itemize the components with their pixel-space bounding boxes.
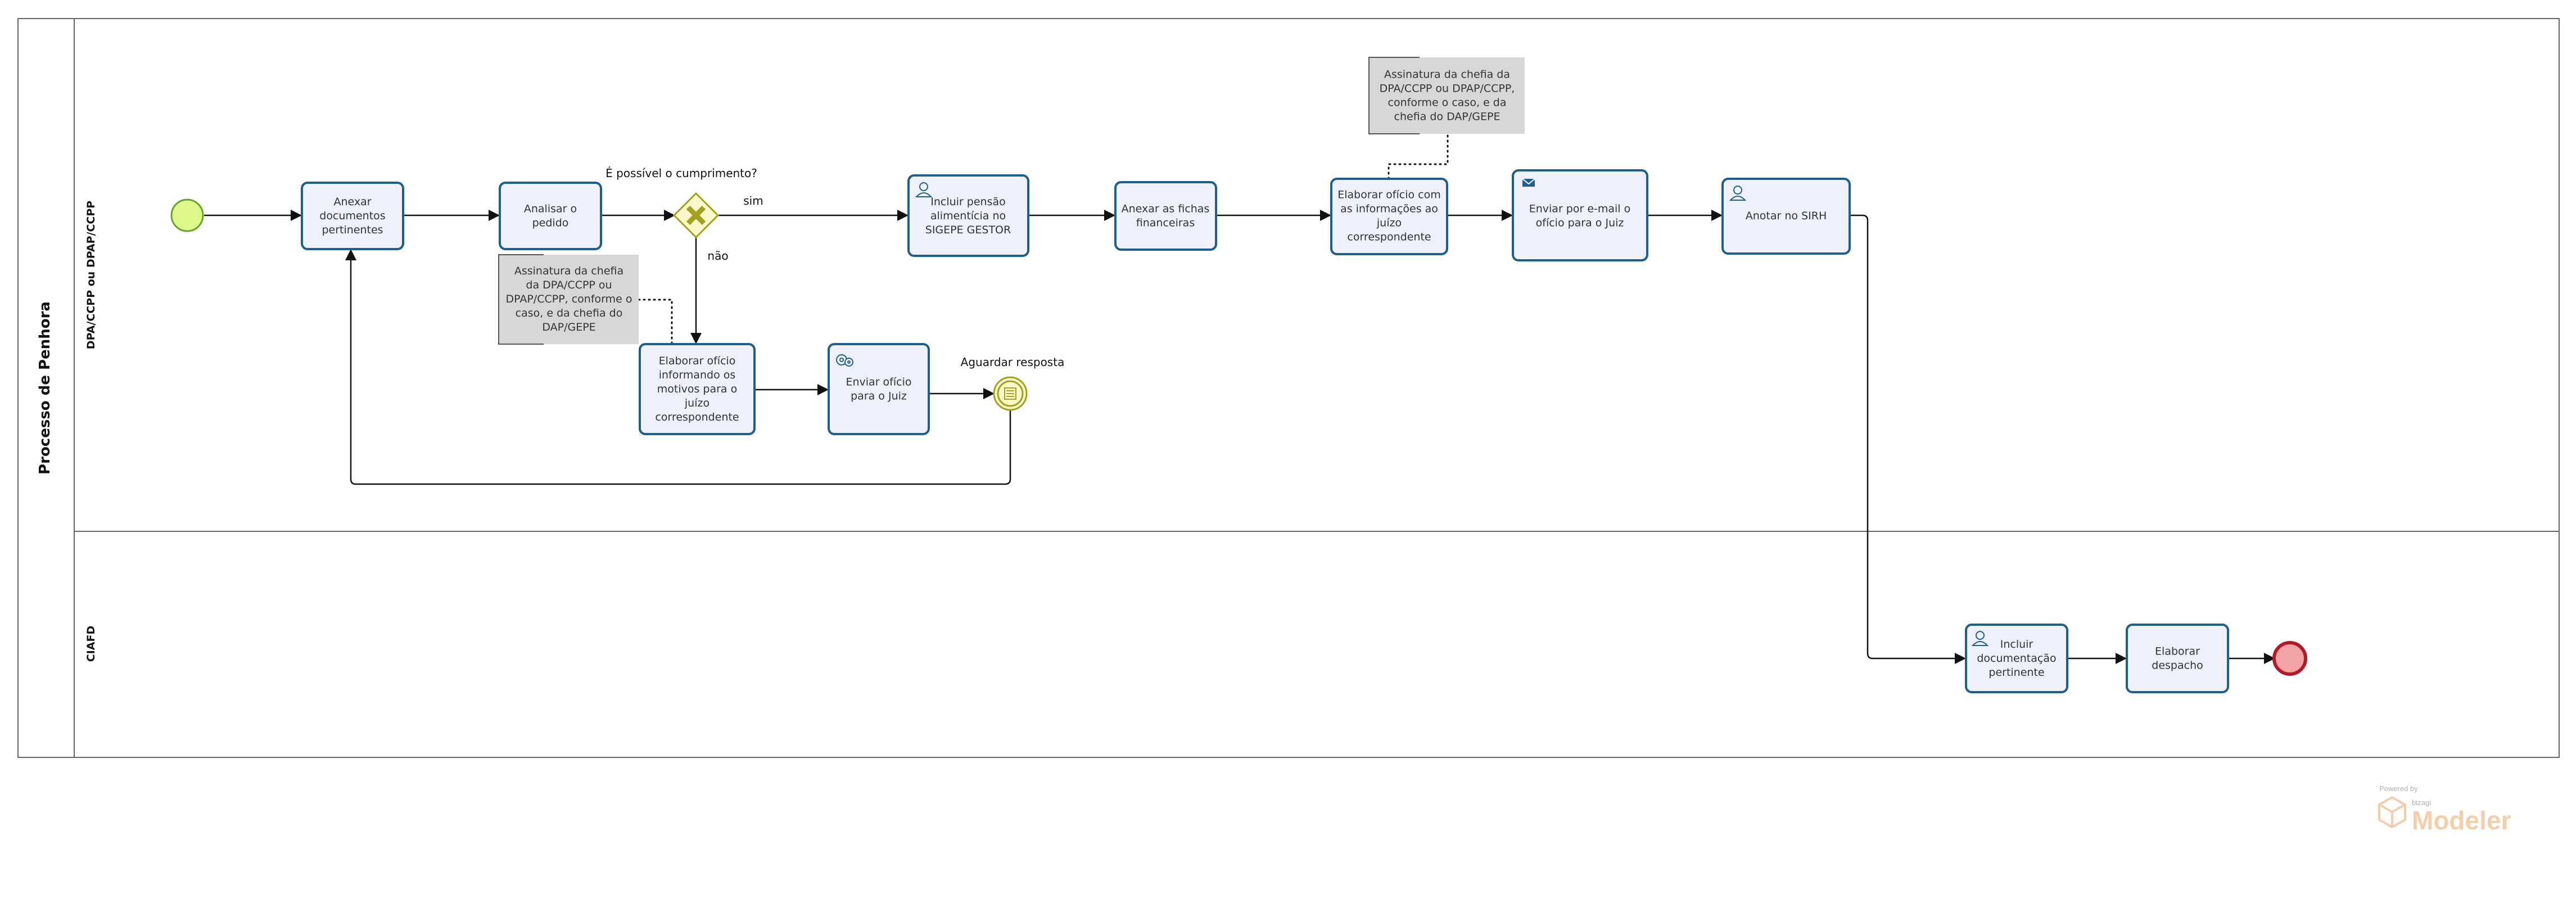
text-line: chefia do DAP/GEPE: [1394, 111, 1501, 123]
text-line: conforme o caso, e da: [1388, 97, 1507, 109]
pool: Processo de Penhora: [17, 18, 2560, 758]
text-line: Analisar o: [524, 203, 577, 215]
user-icon: [1729, 186, 1747, 201]
wait-event-label: Aguardar resposta: [961, 355, 1065, 369]
exclusive-gateway[interactable]: É possível o cumprimento? sim não: [605, 166, 763, 263]
text-line: juízo: [1376, 217, 1402, 229]
text-line: Elaborar ofício: [659, 355, 736, 367]
text-line: Enviar por e-mail o: [1529, 203, 1631, 215]
text-line: despacho: [2152, 660, 2203, 672]
gateway-yes-label: sim: [743, 194, 763, 207]
text-line: Incluir pensão: [930, 196, 1006, 208]
task-label: Analisar o pedido: [524, 203, 577, 229]
association-top-note: [1388, 134, 1449, 180]
text-line: juízo: [684, 397, 709, 409]
text-line: pertinente: [1989, 666, 2044, 679]
task-label: Enviar por e-mail o ofício para o Juiz: [1529, 203, 1631, 229]
pool-title: Processo de Penhora: [37, 301, 53, 475]
start-event[interactable]: [170, 198, 204, 232]
text-line: Elaborar: [2155, 645, 2200, 658]
task-enviar-email[interactable]: Enviar por e-mail o ofício para o Juiz: [1512, 169, 1648, 261]
text-line: Anexar: [333, 196, 371, 208]
task-label: Elaborar ofício com as informações ao juíz…: [1337, 189, 1440, 243]
task-label: Incluir pensão alimentícia no SIGEPE GESTO…: [925, 196, 1011, 236]
text-line: ofício para o Juiz: [1536, 217, 1624, 229]
user-icon: [915, 182, 933, 197]
text-line: DPAP/CCPP, conforme o: [505, 293, 632, 305]
task-label: Anexar documentos pertinentes: [319, 196, 385, 236]
task-label: Elaborar ofício informando os motivos para…: [655, 355, 739, 423]
text-line: para o Juiz: [851, 390, 907, 403]
text-line: informando os: [659, 369, 736, 381]
task-elaborar-despacho[interactable]: Elaborar despacho: [2126, 624, 2229, 693]
gateway-question-label: É possível o cumprimento?: [605, 166, 757, 180]
task-anexar-documentos[interactable]: Anexar documentos pertinentes: [301, 182, 404, 250]
lane-dpa: DPA/CCPP ou DPAP/CCPP: [85, 201, 97, 349]
watermark-brand: bizagi: [2412, 798, 2431, 807]
annotation-top-text: Assinatura da chefia da DPA/CCPP ou DPAP/…: [1380, 69, 1515, 123]
task-label: Anexar as fichas financeiras: [1122, 203, 1210, 229]
lane-title-ciafd: CIAFD: [85, 626, 97, 662]
sequence-flows: [204, 210, 2275, 664]
text-line: as informações ao: [1340, 203, 1438, 215]
task-incluir-pensao[interactable]: Incluir pensão alimentícia no SIGEPE GESTO…: [907, 174, 1029, 257]
end-event[interactable]: [2272, 641, 2307, 676]
task-label: Anotar no SIRH: [1746, 210, 1827, 222]
text-line: financeiras: [1136, 217, 1195, 229]
envelope-icon: [1522, 178, 1535, 187]
text-line: pertinentes: [322, 224, 383, 236]
text-line: alimentícia no: [930, 210, 1006, 222]
task-label: Elaborar despacho: [2152, 645, 2203, 672]
associations: [638, 134, 1449, 345]
text-line: da DPA/CCPP ou: [526, 279, 612, 291]
user-icon: [1971, 631, 1989, 646]
text-line: Anotar no SIRH: [1746, 210, 1827, 222]
conditional-event-icon: [1004, 387, 1016, 400]
text-line: documentos: [319, 210, 385, 222]
text-line: caso, e da chefia do: [516, 307, 623, 319]
gateway-no-label: não: [707, 249, 728, 263]
text-line: motivos para o: [657, 383, 738, 395]
task-anexar-fichas[interactable]: Anexar as fichas financeiras: [1114, 181, 1217, 251]
annotation-left-text: Assinatura da chefia da DPA/CCPP ou DPAP/C…: [505, 265, 632, 333]
bizagi-watermark: Powered by bizagi Modeler: [2378, 784, 2511, 835]
text-line: pedido: [532, 217, 569, 229]
text-line: DPA/CCPP ou DPAP/CCPP,: [1380, 83, 1515, 95]
association-left-note: [638, 299, 673, 345]
flow-wait-to-anexar: [345, 249, 1011, 485]
text-line: SIGEPE GESTOR: [925, 224, 1011, 236]
watermark-product: Modeler: [2412, 806, 2511, 835]
flow-sirh-to-incluir: [1850, 214, 1966, 664]
text-line: Elaborar ofício com: [1337, 189, 1440, 201]
lane-title-dpa: DPA/CCPP ou DPAP/CCPP: [85, 201, 97, 349]
task-elaborar-oficio-informacoes[interactable]: Elaborar ofício com as informações ao juíz…: [1330, 178, 1448, 255]
bizagi-logo-icon: [2378, 796, 2406, 829]
text-line: documentação: [1977, 652, 2056, 665]
exclusive-gateway-x-icon: [686, 205, 706, 225]
text-line: Assinatura da chefia da: [1384, 69, 1510, 81]
text-line: Assinatura da chefia: [514, 265, 623, 277]
task-anotar-sirh[interactable]: Anotar no SIRH: [1721, 178, 1851, 255]
lane-ciafd: CIAFD: [85, 626, 97, 662]
text-line: DAP/GEPE: [542, 321, 595, 333]
annotation-left[interactable]: Assinatura da chefia da DPA/CCPP ou DPAP/C…: [498, 254, 639, 345]
wait-event[interactable]: Aguardar resposta: [961, 355, 1065, 411]
watermark-powered: Powered by: [2379, 784, 2418, 793]
text-line: Enviar ofício: [846, 376, 911, 389]
text-line: Anexar as fichas: [1122, 203, 1210, 215]
annotation-top[interactable]: Assinatura da chefia da DPA/CCPP ou DPAP/…: [1368, 57, 1525, 134]
task-analisar-pedido[interactable]: Analisar o pedido: [499, 182, 602, 250]
text-line: correspondente: [1347, 231, 1431, 243]
text-line: correspondente: [655, 411, 739, 423]
gears-icon: [836, 354, 853, 367]
task-elaborar-oficio-motivos[interactable]: Elaborar ofício informando os motivos para…: [639, 343, 756, 435]
text-line: Incluir: [2000, 638, 2033, 651]
